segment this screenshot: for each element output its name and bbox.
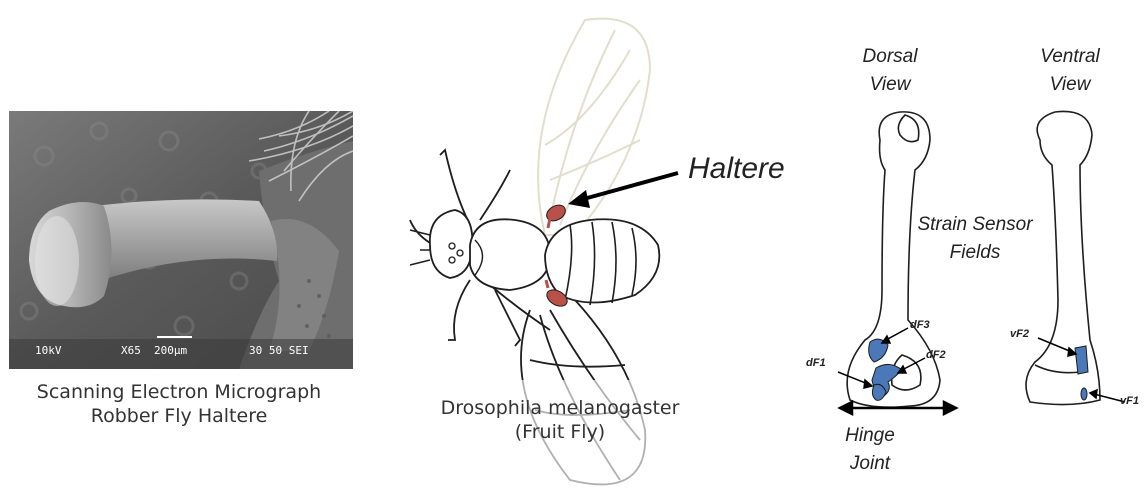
fly-caption: Drosophila melanogaster (Fruit Fly) — [430, 396, 690, 444]
label-dF2: dF2 — [926, 349, 946, 361]
label-dF3: dF3 — [910, 319, 930, 331]
haltere-upper — [544, 202, 568, 224]
label-vF1: vF1 — [1120, 395, 1139, 407]
ventral-title: Ventral View — [1025, 43, 1115, 99]
sem-caption-line2: Robber Fly Haltere — [9, 404, 349, 428]
sem-image: 10kV X65 200μm 30 50 SEI — [9, 111, 353, 369]
haltere-pointer-label: Haltere — [688, 152, 785, 186]
sem-kv: 10kV — [35, 344, 62, 357]
dorsal-title: Dorsal View — [850, 43, 930, 99]
sem-mag: X65 — [121, 344, 141, 357]
label-vF2: vF2 — [1010, 328, 1029, 340]
fly-caption-line1: Drosophila melanogaster — [430, 396, 690, 420]
field-vF1 — [1081, 388, 1087, 400]
label-dF1: dF1 — [806, 357, 826, 369]
sem-micrograph: 10kV X65 200μm 30 50 SEI — [9, 111, 353, 369]
fly-caption-line2: (Fruit Fly) — [430, 420, 690, 444]
strain-sensor-label: Strain Sensor Fields — [905, 211, 1045, 267]
hinge-joint-label: Hinge Joint — [830, 422, 910, 478]
sem-caption: Scanning Electron Micrograph Robber Fly … — [9, 380, 349, 428]
upper-wing — [538, 19, 650, 235]
sem-caption-line1: Scanning Electron Micrograph — [9, 380, 349, 404]
fly-abdomen — [545, 219, 659, 302]
sem-scale: 200μm — [154, 344, 187, 357]
sem-mode: 30 50 SEI — [249, 344, 309, 357]
